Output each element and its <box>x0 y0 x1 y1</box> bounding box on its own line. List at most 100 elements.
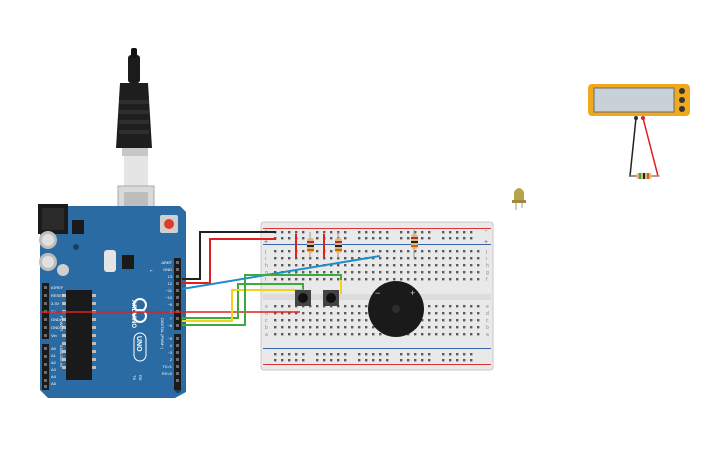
breadboard-hole[interactable] <box>351 264 354 267</box>
breadboard-hole[interactable] <box>407 257 410 260</box>
breadboard-hole[interactable] <box>288 333 291 336</box>
breadboard-hole[interactable] <box>386 278 389 281</box>
breadboard-hole[interactable] <box>288 359 291 362</box>
pushbutton-2[interactable] <box>323 290 339 306</box>
breadboard-hole[interactable] <box>435 250 438 253</box>
breadboard-hole[interactable] <box>470 305 473 308</box>
breadboard-hole[interactable] <box>428 264 431 267</box>
breadboard-hole[interactable] <box>379 353 382 356</box>
breadboard-hole[interactable] <box>470 353 473 356</box>
breadboard-hole[interactable] <box>442 257 445 260</box>
breadboard-hole[interactable] <box>309 312 312 315</box>
breadboard-hole[interactable] <box>295 264 298 267</box>
breadboard-hole[interactable] <box>281 333 284 336</box>
breadboard-hole[interactable] <box>365 237 368 240</box>
breadboard-hole[interactable] <box>470 319 473 322</box>
breadboard-hole[interactable] <box>463 278 466 281</box>
breadboard-hole[interactable] <box>442 319 445 322</box>
breadboard-hole[interactable] <box>393 278 396 281</box>
breadboard-hole[interactable] <box>316 271 319 274</box>
breadboard-hole[interactable] <box>358 319 361 322</box>
breadboard-hole[interactable] <box>386 271 389 274</box>
breadboard-hole[interactable] <box>337 257 340 260</box>
breadboard-hole[interactable] <box>323 312 326 315</box>
breadboard-hole[interactable] <box>379 231 382 234</box>
breadboard-hole[interactable] <box>281 305 284 308</box>
breadboard-hole[interactable] <box>435 333 438 336</box>
breadboard-hole[interactable] <box>372 231 375 234</box>
breadboard-hole[interactable] <box>309 271 312 274</box>
breadboard-hole[interactable] <box>449 319 452 322</box>
breadboard-hole[interactable] <box>358 305 361 308</box>
breadboard-hole[interactable] <box>379 257 382 260</box>
breadboard-hole[interactable] <box>379 250 382 253</box>
breadboard-hole[interactable] <box>435 312 438 315</box>
breadboard-hole[interactable] <box>302 278 305 281</box>
breadboard-hole[interactable] <box>414 359 417 362</box>
breadboard-hole[interactable] <box>470 264 473 267</box>
breadboard-hole[interactable] <box>379 271 382 274</box>
breadboard-hole[interactable] <box>477 257 480 260</box>
breadboard-hole[interactable] <box>407 231 410 234</box>
breadboard-hole[interactable] <box>302 237 305 240</box>
breadboard-hole[interactable] <box>449 250 452 253</box>
breadboard-hole[interactable] <box>449 353 452 356</box>
breadboard-hole[interactable] <box>400 237 403 240</box>
breadboard-hole[interactable] <box>351 312 354 315</box>
breadboard-hole[interactable] <box>274 359 277 362</box>
breadboard-hole[interactable] <box>288 250 291 253</box>
breadboard-hole[interactable] <box>302 333 305 336</box>
breadboard-hole[interactable] <box>365 319 368 322</box>
breadboard-hole[interactable] <box>456 231 459 234</box>
breadboard-hole[interactable] <box>470 278 473 281</box>
breadboard-hole[interactable] <box>351 271 354 274</box>
breadboard-hole[interactable] <box>470 312 473 315</box>
breadboard-hole[interactable] <box>295 257 298 260</box>
breadboard-hole[interactable] <box>316 305 319 308</box>
breadboard-hole[interactable] <box>274 326 277 329</box>
breadboard-hole[interactable] <box>449 312 452 315</box>
breadboard-hole[interactable] <box>358 353 361 356</box>
breadboard-hole[interactable] <box>302 312 305 315</box>
breadboard-hole[interactable] <box>302 359 305 362</box>
breadboard-hole[interactable] <box>400 264 403 267</box>
breadboard-hole[interactable] <box>330 319 333 322</box>
breadboard-hole[interactable] <box>288 278 291 281</box>
breadboard-hole[interactable] <box>421 278 424 281</box>
breadboard-hole[interactable] <box>393 264 396 267</box>
breadboard-hole[interactable] <box>463 237 466 240</box>
breadboard-hole[interactable] <box>274 312 277 315</box>
breadboard-hole[interactable] <box>358 257 361 260</box>
breadboard-hole[interactable] <box>330 257 333 260</box>
breadboard-hole[interactable] <box>456 319 459 322</box>
breadboard-hole[interactable] <box>330 264 333 267</box>
breadboard-hole[interactable] <box>477 250 480 253</box>
breadboard-hole[interactable] <box>351 250 354 253</box>
breadboard-hole[interactable] <box>330 271 333 274</box>
breadboard-hole[interactable] <box>337 319 340 322</box>
breadboard-hole[interactable] <box>365 359 368 362</box>
breadboard-hole[interactable] <box>463 231 466 234</box>
breadboard-hole[interactable] <box>400 271 403 274</box>
breadboard-hole[interactable] <box>281 231 284 234</box>
breadboard-hole[interactable] <box>442 305 445 308</box>
breadboard-hole[interactable] <box>344 333 347 336</box>
breadboard-hole[interactable] <box>274 271 277 274</box>
breadboard-hole[interactable] <box>386 231 389 234</box>
breadboard-hole[interactable] <box>379 278 382 281</box>
breadboard-hole[interactable] <box>428 353 431 356</box>
breadboard-hole[interactable] <box>351 326 354 329</box>
breadboard-hole[interactable] <box>421 359 424 362</box>
breadboard-hole[interactable] <box>330 333 333 336</box>
breadboard-hole[interactable] <box>463 353 466 356</box>
breadboard-hole[interactable] <box>288 231 291 234</box>
breadboard-hole[interactable] <box>330 278 333 281</box>
breadboard-hole[interactable] <box>372 257 375 260</box>
breadboard-hole[interactable] <box>274 257 277 260</box>
breadboard-hole[interactable] <box>372 264 375 267</box>
breadboard-hole[interactable] <box>456 278 459 281</box>
breadboard-hole[interactable] <box>449 305 452 308</box>
breadboard-hole[interactable] <box>407 278 410 281</box>
breadboard-hole[interactable] <box>456 353 459 356</box>
breadboard-hole[interactable] <box>337 264 340 267</box>
